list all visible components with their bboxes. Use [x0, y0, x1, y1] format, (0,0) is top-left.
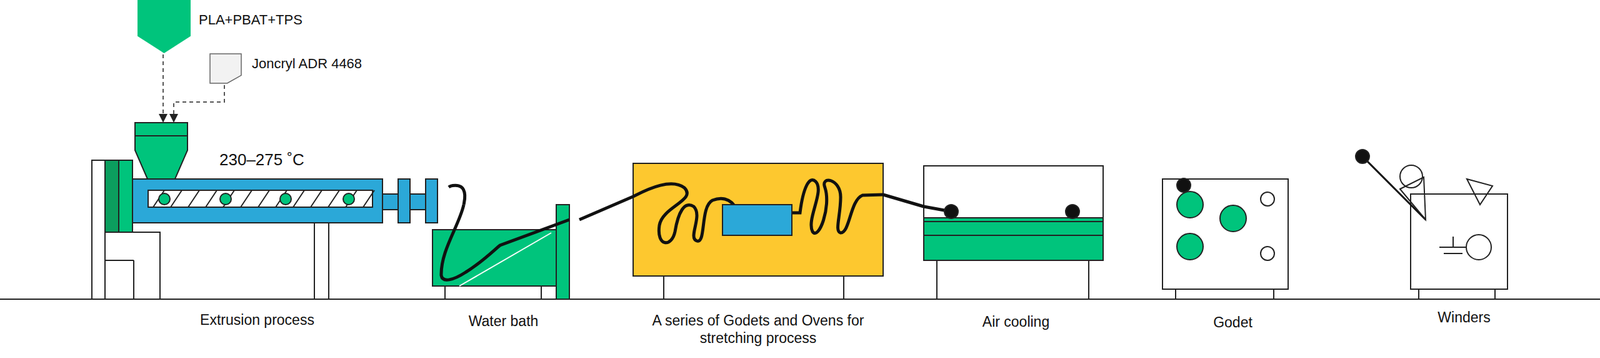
screw-flight [188, 190, 200, 207]
die-part [382, 193, 399, 210]
feeder-label: PLA+PBAT+TPS [198, 11, 303, 29]
guide-roller [1176, 178, 1191, 192]
winder-pulley [1400, 165, 1423, 188]
screw-flight [240, 190, 252, 207]
feeder-shape [137, 0, 191, 54]
winder-leg [1418, 288, 1420, 299]
screw-dot [343, 193, 355, 205]
winder-drawing [1355, 149, 1508, 299]
feed-arrow [162, 54, 164, 123]
bath-ramp [459, 232, 552, 286]
extruder-base-step [133, 260, 135, 299]
table-line [923, 220, 1104, 222]
filament-line [448, 185, 465, 205]
temperature-label: 230–275 ˚C [219, 150, 305, 170]
process-station: Water bath [432, 204, 580, 335]
winder-bobbin [1466, 234, 1492, 260]
winder-symbol [1452, 236, 1454, 247]
screw-dot [158, 193, 170, 205]
godet-roll [1176, 233, 1204, 260]
screw-flight [170, 190, 182, 207]
feeder-outline [210, 53, 242, 84]
motor-block [105, 160, 119, 232]
bath-leg [444, 285, 446, 299]
godet-box [1162, 178, 1289, 289]
screw-flights [153, 190, 375, 207]
ground-line [0, 298, 1600, 300]
extruder-leg [314, 222, 329, 299]
screw-flight [205, 190, 217, 207]
godet-roll [1220, 205, 1247, 232]
idler-roll [1260, 191, 1275, 206]
feeder-outline [137, 0, 191, 54]
extruder-base-step [105, 259, 134, 261]
guide-roller [1065, 204, 1080, 219]
station-label: A series of Godets and Ovens for stretch… [651, 311, 865, 347]
feeder-label: Joncryl ADR 4468 [251, 55, 362, 72]
winder-arm [1362, 156, 1426, 220]
screw-flight [363, 190, 375, 207]
winder-guide [1355, 149, 1370, 164]
screw-flight [328, 190, 340, 207]
screw-flight [258, 190, 270, 207]
screw-flight [310, 190, 322, 207]
extruder-barrel [132, 178, 383, 223]
feeder-shape [209, 53, 242, 84]
screw-flight [293, 190, 305, 207]
filament-line [579, 196, 634, 220]
filament [441, 204, 570, 280]
oven-leg [843, 275, 845, 299]
hopper-lip [135, 122, 188, 136]
die-part [410, 193, 426, 210]
feed-arrow [173, 85, 225, 123]
winder-triangle [1400, 176, 1426, 220]
station-label: Extrusion process [78, 311, 436, 329]
station-label: Godet [1165, 313, 1301, 332]
extruder-drawing [91, 122, 438, 299]
oven-body [633, 163, 884, 276]
process-station: Godet [1162, 178, 1299, 337]
station-label: Water bath [430, 312, 577, 330]
winder-symbol [1443, 252, 1463, 254]
process-station: Air cooling [923, 165, 1114, 336]
die-part [398, 178, 410, 223]
godet-leg [1175, 288, 1177, 299]
hopper-funnel [135, 135, 188, 179]
oven-drawing [633, 163, 884, 299]
filament-loops [633, 179, 884, 242]
guide-roller [944, 204, 959, 219]
motor-block [118, 160, 133, 232]
table-line [923, 234, 1104, 236]
process-station: Winders [1410, 193, 1518, 332]
winder-leg [1494, 288, 1496, 299]
die-part [425, 178, 438, 223]
feeder-hopper: Joncryl ADR 4468 [209, 53, 362, 84]
table-leg [1088, 260, 1090, 299]
screw-dot [280, 193, 292, 205]
extruder-stand [91, 160, 105, 299]
godet-leg [1273, 288, 1275, 299]
cooling-frame [923, 165, 1104, 260]
filament-line [883, 194, 924, 207]
feeder-hopper: PLA+PBAT+TPS [137, 0, 303, 54]
station-label: Winders [1410, 308, 1518, 327]
idler-roll [1260, 246, 1275, 260]
winder-triangle [1466, 178, 1493, 205]
godet-roll [1176, 191, 1204, 218]
extruder-base [105, 231, 160, 299]
station-label: Air cooling [921, 313, 1111, 331]
screw-dot [220, 193, 232, 205]
bath-leg [540, 285, 542, 299]
cooling-table [923, 217, 1104, 260]
oven-leg [663, 275, 665, 299]
table-leg [936, 260, 938, 299]
process-station: A series of Godets and Ovens for stretch… [633, 163, 884, 352]
water-bath-drawing [432, 204, 570, 299]
extruder-screw [148, 190, 373, 207]
oven-heater [722, 204, 792, 235]
godet-drawing [1162, 178, 1289, 299]
air-cooling-drawing [923, 165, 1104, 299]
